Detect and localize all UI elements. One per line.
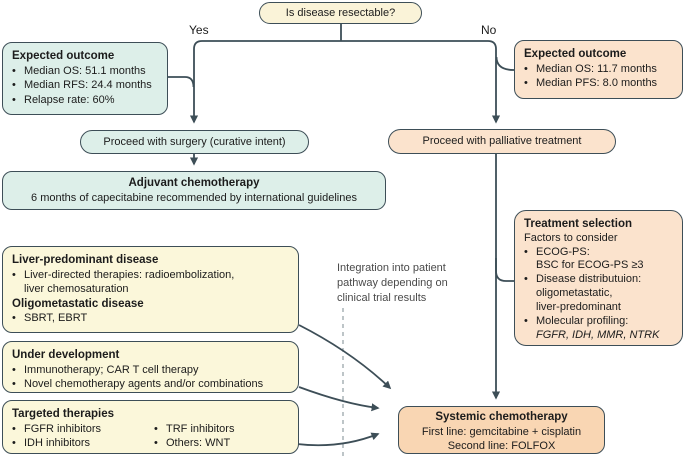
outcome-unresectable-box: Expected outcome •Median OS: 11.7 months… (514, 40, 683, 99)
text-line: Second line: FOLFOX (447, 440, 556, 453)
bullet-dot: • (524, 315, 528, 328)
text-line: •Immunotherapy; CAR T cell therapy (12, 363, 199, 376)
text-line: Factors to consider (524, 231, 618, 244)
text-line: •ECOG-PS: (524, 245, 590, 258)
bullet-dot: • (12, 312, 16, 325)
decision-node: Is disease resectable? (259, 2, 422, 24)
outcome-right-connector (495, 56, 515, 71)
text-line: liver chemosaturation (24, 283, 129, 296)
text-line: oligometastatic, (536, 287, 613, 300)
bullet-dot: • (12, 363, 16, 376)
text-line: liver-predominant (536, 301, 621, 314)
text-line: •Molecular profiling: (524, 315, 629, 328)
targeted-therapies-col1: •FGFR inhibitors •IDH inhibitors (12, 422, 154, 451)
targeted-therapies-box: Targeted therapies •FGFR inhibitors •IDH … (2, 400, 299, 454)
text-line: •FGFR inhibitors (12, 422, 102, 435)
liver-disease-box: Liver-predominant disease •Liver-directed… (2, 246, 299, 333)
text-line: •Disease distributuion: (524, 273, 642, 286)
adjuvant-box: Adjuvant chemotherapy 6 months of capeci… (2, 171, 386, 210)
text-line: •SBRT, EBRT (12, 312, 88, 325)
surgery-label: Proceed with surgery (curative intent) (103, 135, 286, 148)
adjuvant-title: Adjuvant chemotherapy (128, 177, 260, 189)
bullet-dot: • (524, 62, 528, 75)
no-label: No (481, 23, 497, 37)
treatment-selection-connector (495, 258, 514, 282)
yes-label: Yes (189, 23, 209, 37)
text-line: FGFR, IDH, MMR, NTRK (536, 328, 660, 341)
decision-question: Is disease resectable? (285, 6, 396, 19)
bullet-dot: • (12, 437, 16, 450)
palliative-node: Proceed with palliative treatment (388, 129, 616, 154)
text-line: •Median PFS: 8.0 months (524, 77, 658, 90)
text-line: •Median OS: 11.7 months (524, 62, 657, 75)
text-line: •Novel chemotherapy agents and/or combin… (12, 378, 264, 391)
systemic-chemotherapy-box: Systemic chemotherapy First line: gemcit… (398, 406, 605, 454)
text-line: •Others: WNT (154, 437, 231, 450)
treatment-selection-lines: Factors to consider•ECOG-PS:BSC for ECOG… (524, 232, 673, 343)
targeted-therapies-columns: •FGFR inhibitors •IDH inhibitors •TRF inh… (12, 422, 289, 451)
branch-no-arrow (341, 40, 501, 124)
text-line: •Relapse rate: 60% (12, 93, 115, 106)
bullet-dot: • (154, 437, 158, 450)
under-development-box: Under development •Immunotherapy; CAR T c… (2, 341, 299, 393)
targeted-to-systemic-arrow (296, 432, 380, 447)
bullet-dot: • (524, 273, 528, 286)
bullet-dot: • (524, 77, 528, 90)
adjuvant-body: 6 months of capecitabine recommended by … (31, 191, 357, 204)
outcome-left-connector (168, 76, 195, 88)
palliative-label: Proceed with palliative treatment (422, 135, 582, 148)
under-development-lines: Under development •Immunotherapy; CAR T c… (12, 348, 289, 392)
treatment-selection-title: Treatment selection (524, 218, 633, 230)
outcome-resectable-title: Expected outcome (12, 50, 115, 62)
targeted-therapies-col2: •TRF inhibitors •Others: WNT (154, 422, 234, 451)
text-line: Liver-predominant disease (12, 254, 159, 266)
text-line: •IDH inhibitors (12, 437, 91, 450)
bullet-dot: • (12, 64, 16, 77)
bullet-dot: • (12, 422, 16, 435)
text-line: •Median OS: 51.1 months (12, 64, 146, 77)
bullet-dot: • (12, 378, 16, 391)
text-line: BSC for ECOG-PS ≥3 (536, 259, 644, 272)
bullet-dot: • (12, 268, 16, 281)
bullet-dot: • (524, 245, 528, 258)
outcome-resectable-box: Expected outcome •Median OS: 51.1 months… (2, 42, 168, 115)
branch-yes-arrow (189, 40, 341, 124)
text-line: •Liver-directed therapies: radioemboliza… (12, 268, 235, 281)
text-line: •TRF inhibitors (154, 422, 235, 435)
development-to-systemic-arrow (298, 386, 380, 412)
outcome-unresectable-lines: •Median OS: 11.7 months •Median PFS: 8.0 … (524, 62, 673, 91)
bullet-dot: • (12, 79, 16, 92)
text-line: Oligometastatic disease (12, 297, 144, 310)
systemic-chemotherapy-title: Systemic chemotherapy (435, 411, 568, 423)
outcome-resectable-lines: •Median OS: 51.1 months •Median RFS: 24.4… (12, 64, 158, 108)
bullet-dot: • (12, 93, 16, 106)
targeted-therapies-title: Targeted therapies (12, 408, 115, 420)
text-line: •Median RFS: 24.4 months (12, 79, 152, 92)
integration-note: Integration into patient pathway dependi… (337, 262, 448, 304)
outcome-unresectable-title: Expected outcome (524, 48, 627, 60)
liver-disease-lines: Liver-predominant disease •Liver-directed… (12, 253, 289, 326)
bullet-dot: • (154, 422, 158, 435)
treatment-selection-box: Treatment selection Factors to consider•… (514, 210, 683, 346)
surgery-node: Proceed with surgery (curative intent) (80, 130, 309, 154)
text-line: First line: gemcitabine + cisplatin (421, 425, 582, 438)
text-line: Under development (12, 349, 120, 361)
liver-to-systemic-arrow (298, 324, 392, 390)
